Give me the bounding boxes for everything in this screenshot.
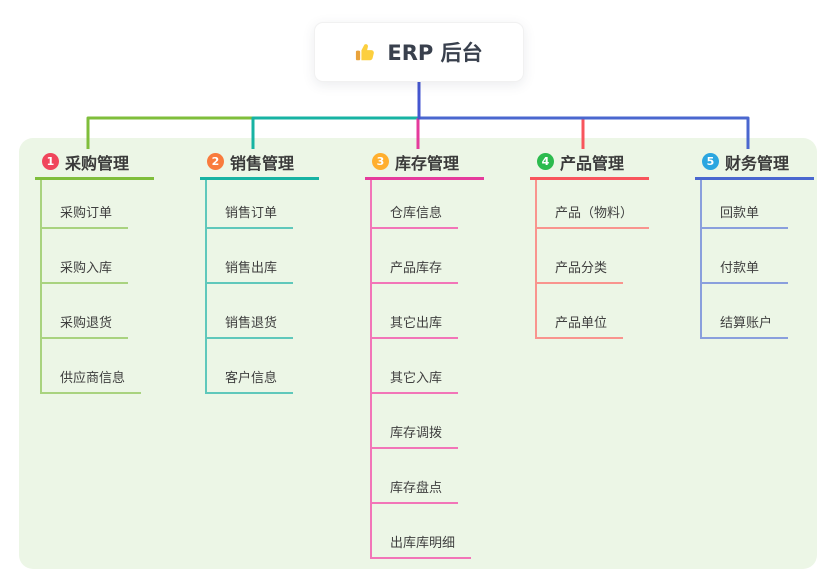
branch-children: 销售订单 销售出库 销售退货 客户信息 [205, 180, 319, 394]
branch-number-badge: 2 [207, 153, 224, 170]
child-node[interactable]: 产品单位 [535, 284, 624, 339]
branch-label: 采购管理 [65, 153, 130, 173]
branch-label: 财务管理 [725, 153, 790, 173]
child-node[interactable]: 付款单 [700, 229, 788, 284]
child-node[interactable]: 产品分类 [535, 229, 624, 284]
child-node[interactable]: 其它入库 [370, 339, 459, 394]
branch-node[interactable]: 4 产品管理 [530, 146, 649, 180]
branch-finance: 5 财务管理 回款单 付款单 结算账户 [695, 146, 814, 339]
child-node[interactable]: 库存调拨 [370, 394, 459, 449]
child-node[interactable]: 采购入库 [40, 229, 129, 284]
branch-children: 采购订单 采购入库 采购退货 供应商信息 [40, 180, 154, 394]
branch-node[interactable]: 1 采购管理 [35, 146, 154, 180]
branch-inventory: 3 库存管理 仓库信息 产品库存 其它出库 其它入库 库存调拨 库存盘点 出库库… [365, 146, 484, 559]
branch-number-badge: 5 [702, 153, 719, 170]
branch-purchase: 1 采购管理 采购订单 采购入库 采购退货 供应商信息 [35, 146, 154, 394]
child-node[interactable]: 销售订单 [205, 180, 294, 229]
child-node[interactable]: 结算账户 [700, 284, 789, 339]
child-node[interactable]: 出库库明细 [370, 504, 472, 559]
branch-children: 回款单 付款单 结算账户 [700, 180, 814, 339]
child-node[interactable]: 产品（物料） [535, 180, 650, 229]
branch-node[interactable]: 3 库存管理 [365, 146, 484, 180]
root-node[interactable]: ERP 后台 [314, 22, 524, 82]
child-node[interactable]: 供应商信息 [40, 339, 142, 394]
child-node[interactable]: 产品库存 [370, 229, 459, 284]
branches-panel [19, 138, 817, 569]
child-node[interactable]: 销售退货 [205, 284, 294, 339]
branch-product: 4 产品管理 产品（物料） 产品分类 产品单位 [530, 146, 650, 339]
thumbs-up-icon [355, 41, 377, 63]
branch-number-badge: 4 [537, 153, 554, 170]
branch-number-badge: 3 [372, 153, 389, 170]
branch-node[interactable]: 5 财务管理 [695, 146, 814, 180]
child-node[interactable]: 库存盘点 [370, 449, 459, 504]
child-node[interactable]: 回款单 [700, 180, 788, 229]
branch-children: 仓库信息 产品库存 其它出库 其它入库 库存调拨 库存盘点 出库库明细 [370, 180, 484, 559]
child-node[interactable]: 采购退货 [40, 284, 129, 339]
child-node[interactable]: 仓库信息 [370, 180, 459, 229]
root-title: ERP 后台 [387, 41, 483, 65]
branch-label: 销售管理 [230, 153, 295, 173]
branch-label: 库存管理 [395, 153, 460, 173]
branch-children: 产品（物料） 产品分类 产品单位 [535, 180, 650, 339]
child-node[interactable]: 其它出库 [370, 284, 459, 339]
child-node[interactable]: 客户信息 [205, 339, 294, 394]
branch-sales: 2 销售管理 销售订单 销售出库 销售退货 客户信息 [200, 146, 319, 394]
child-node[interactable]: 销售出库 [205, 229, 294, 284]
branch-node[interactable]: 2 销售管理 [200, 146, 319, 180]
branch-number-badge: 1 [42, 153, 59, 170]
branch-label: 产品管理 [560, 153, 625, 173]
child-node[interactable]: 采购订单 [40, 180, 129, 229]
